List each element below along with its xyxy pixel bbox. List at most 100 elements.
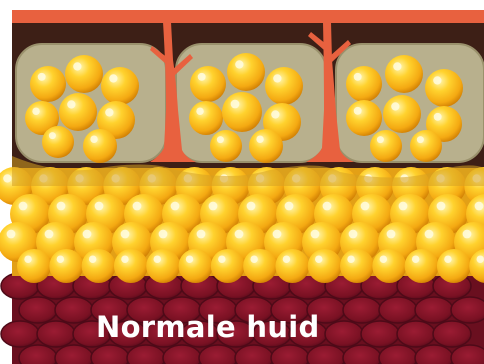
fat-cell	[59, 93, 97, 131]
epidermis-layer	[12, 10, 484, 23]
fat-cell	[190, 66, 226, 102]
fat-cell	[275, 249, 309, 283]
fat-cell-highlight	[387, 230, 396, 239]
fat-cell	[372, 249, 406, 283]
fat-cell-highlight	[311, 230, 320, 239]
fat-cell	[346, 100, 382, 136]
fat-cell-highlight	[109, 74, 117, 82]
fat-cell-highlight	[399, 202, 408, 211]
fat-cell	[265, 67, 303, 105]
fat-cell	[65, 55, 103, 93]
fat-cell	[82, 249, 116, 283]
fat-cell-highlight	[380, 255, 387, 262]
muscle-cell	[37, 321, 75, 347]
fat-cell	[405, 249, 439, 283]
fat-cell	[243, 249, 277, 283]
fat-cell	[30, 66, 66, 102]
fat-cell-highlight	[315, 255, 322, 262]
fat-cell	[189, 101, 223, 135]
fat-cell	[437, 249, 471, 283]
fat-cell	[308, 249, 342, 283]
fat-cell-highlight	[412, 255, 419, 262]
muscle-cell	[1, 321, 39, 347]
fat-cell-highlight	[444, 255, 451, 262]
fat-cell-highlight	[347, 255, 354, 262]
muscle-cell	[397, 321, 435, 347]
fat-cell-highlight	[434, 113, 442, 121]
fat-cell-highlight	[475, 202, 484, 211]
fat-cell-highlight	[159, 230, 168, 239]
muscle-cell	[19, 297, 57, 323]
fat-cell	[425, 69, 463, 107]
fat-cell	[410, 130, 442, 162]
fat-cell-highlight	[285, 202, 294, 211]
fat-cell-highlight	[354, 107, 362, 115]
fat-cell-highlight	[231, 100, 240, 109]
fat-cell-highlight	[19, 202, 28, 211]
fat-cell-highlight	[463, 230, 472, 239]
fat-cell-highlight	[433, 76, 441, 84]
fat-cell-highlight	[361, 202, 370, 211]
fat-cell-highlight	[437, 202, 446, 211]
fat-cell-highlight	[209, 202, 218, 211]
fat-cell-highlight	[57, 202, 66, 211]
fat-cell-highlight	[218, 255, 225, 262]
fat-cell-highlight	[121, 255, 128, 262]
fat-cell-highlight	[197, 230, 206, 239]
fat-cell	[340, 249, 374, 283]
fat-cell	[17, 249, 51, 283]
fat-cell-highlight	[256, 135, 263, 142]
fat-cell-highlight	[417, 136, 424, 143]
fat-cell-highlight	[49, 132, 56, 139]
fat-cell	[83, 129, 117, 163]
fat-cell-highlight	[323, 202, 332, 211]
fat-cell	[210, 130, 242, 162]
fat-cell-highlight	[198, 73, 206, 81]
fat-cell-highlight	[250, 255, 257, 262]
fat-cell-highlight	[67, 100, 75, 108]
fat-cell	[49, 249, 83, 283]
fat-cell-highlight	[89, 255, 96, 262]
fat-cell-highlight	[95, 202, 104, 211]
fat-cell	[222, 92, 262, 132]
muscle-cell	[433, 321, 471, 347]
fat-cell-highlight	[217, 136, 224, 143]
fat-cell-highlight	[171, 202, 180, 211]
fat-cell-highlight	[121, 230, 130, 239]
fat-cell-highlight	[273, 230, 282, 239]
fat-cell-highlight	[3, 174, 11, 182]
fat-cell	[146, 249, 180, 283]
fat-cell-highlight	[105, 108, 113, 116]
fat-cell-highlight	[235, 230, 244, 239]
fat-cell-highlight	[196, 107, 203, 114]
fat-cell-highlight	[283, 255, 290, 262]
fat-cell	[101, 67, 139, 105]
fat-cell	[179, 249, 213, 283]
muscle-cell	[415, 297, 453, 323]
fat-cell-highlight	[32, 107, 39, 114]
muscle-cell	[55, 297, 93, 323]
fat-cell-highlight	[247, 202, 256, 211]
fat-cell	[383, 95, 421, 133]
fat-cell-highlight	[271, 110, 279, 118]
muscle-cell	[19, 345, 57, 364]
fat-cell-highlight	[73, 62, 81, 70]
fat-cell-highlight	[45, 230, 54, 239]
fat-cell-highlight	[154, 255, 161, 262]
fat-cell-highlight	[133, 202, 142, 211]
fat-cell-highlight	[24, 255, 31, 262]
fat-cell-highlight	[391, 102, 399, 110]
fat-cell-highlight	[235, 60, 243, 68]
fat-cell	[385, 55, 423, 93]
diagram-caption: Normale huid	[96, 305, 396, 349]
fat-cell-highlight	[186, 255, 193, 262]
fat-cell	[227, 53, 265, 91]
fat-cell	[370, 130, 402, 162]
fat-cell-highlight	[477, 255, 484, 262]
fat-cell-highlight	[393, 62, 401, 70]
muscle-cell	[415, 345, 453, 364]
fat-cell	[114, 249, 148, 283]
fat-cell-highlight	[349, 230, 358, 239]
fat-cell	[346, 66, 382, 102]
fat-cell-highlight	[273, 74, 281, 82]
